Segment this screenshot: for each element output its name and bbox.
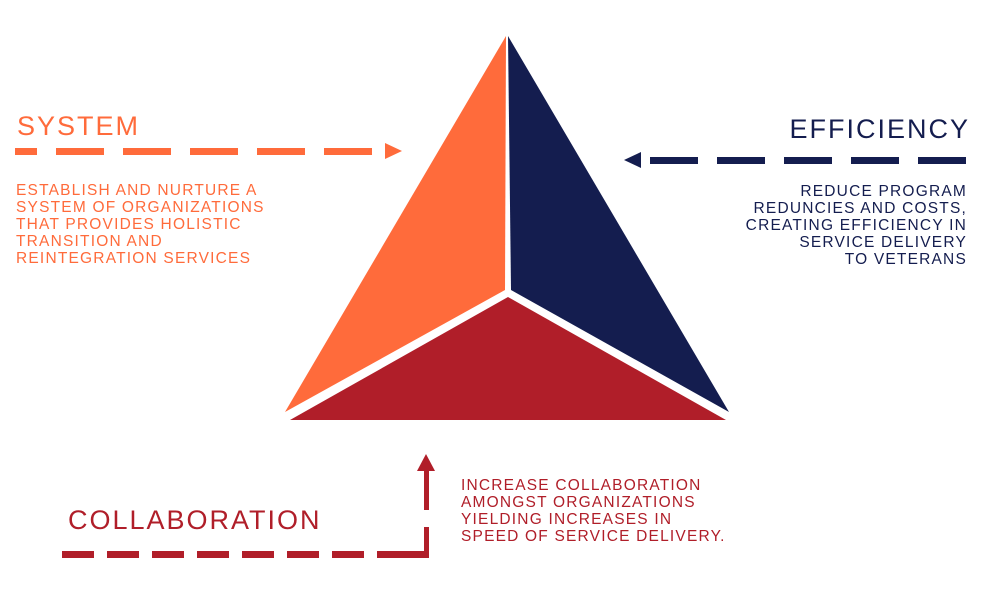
arrow-right-icon	[385, 143, 402, 159]
system-description: ESTABLISH AND NURTURE A SYSTEM OF ORGANI…	[16, 182, 265, 267]
efficiency-line: SERVICE DELIVERY	[799, 234, 967, 251]
efficiency-title: EFFICIENCY	[789, 114, 970, 144]
efficiency-dashed-arrow	[624, 152, 966, 168]
collaboration-line: SPEED OF SERVICE DELIVERY.	[461, 528, 726, 545]
collaboration-dashed-arrow	[62, 454, 435, 558]
efficiency-line: REDUCE PROGRAM	[800, 183, 967, 200]
efficiency-line: CREATING EFFICIENCY IN	[745, 217, 967, 234]
collaboration-title: COLLABORATION	[68, 505, 322, 535]
collaboration-line: YIELDING INCREASES IN	[461, 511, 673, 528]
arrow-left-icon	[624, 152, 641, 168]
system-dashed-arrow	[15, 143, 402, 159]
collaboration-face	[290, 297, 726, 420]
efficiency-line: REDUNCIES AND COSTS,	[753, 200, 967, 217]
system-line: TRANSITION AND	[16, 233, 163, 250]
collaboration-line: INCREASE COLLABORATION	[461, 477, 702, 494]
system-line: SYSTEM OF ORGANIZATIONS	[16, 199, 265, 216]
collaboration-description: INCREASE COLLABORATION AMONGST ORGANIZAT…	[461, 477, 726, 545]
collaboration-line: AMONGST ORGANIZATIONS	[461, 494, 696, 511]
system-line: THAT PROVIDES HOLISTIC	[16, 216, 242, 233]
system-face	[285, 36, 506, 412]
system-line: ESTABLISH AND NURTURE A	[16, 182, 258, 199]
arrow-up-icon	[417, 454, 435, 471]
system-line: REINTEGRATION SERVICES	[16, 250, 252, 267]
efficiency-face	[508, 36, 729, 412]
efficiency-line: TO VETERANS	[844, 251, 967, 268]
system-title: SYSTEM	[17, 111, 141, 141]
efficiency-description: REDUCE PROGRAM REDUNCIES AND COSTS, CREA…	[746, 183, 967, 268]
